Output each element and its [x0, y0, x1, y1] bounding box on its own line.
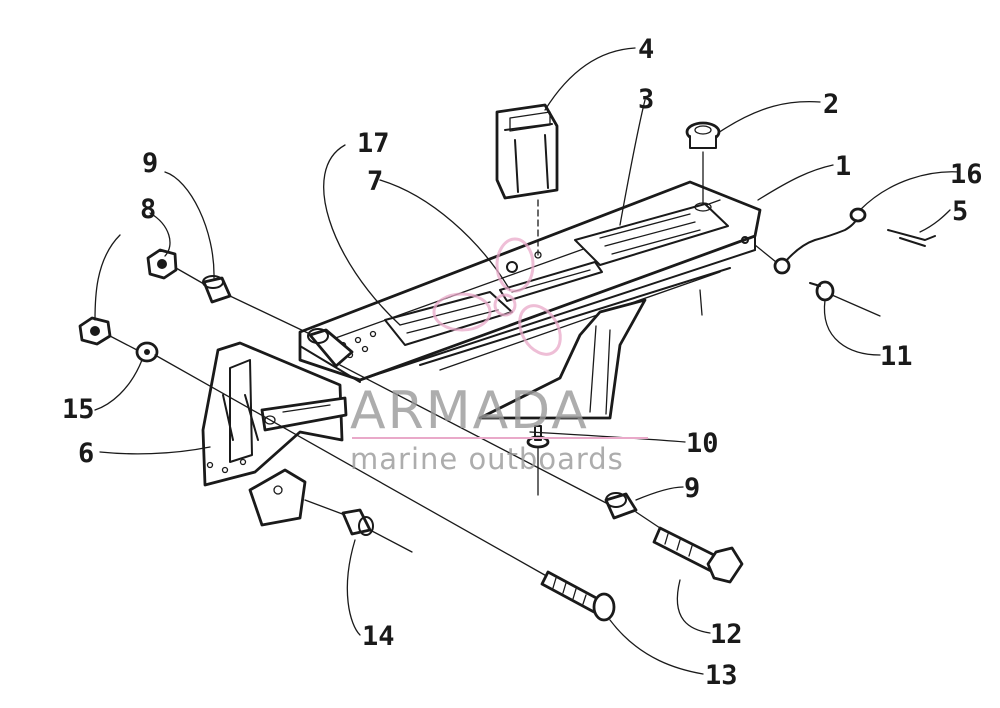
watermark-title: ARMADA: [350, 381, 589, 441]
washer: [135, 341, 159, 363]
callout-13: 13: [705, 660, 738, 691]
watermark-subtitle: marine outboards: [350, 442, 624, 476]
clip-part: [495, 103, 559, 200]
long-bolt: [540, 570, 616, 622]
callout-2: 2: [823, 89, 839, 120]
callout-8: 8: [140, 194, 156, 225]
lock-plate: [248, 468, 307, 527]
callout-7: 7: [367, 166, 383, 197]
clamp-bracket: [201, 341, 348, 487]
callout-1: 1: [835, 151, 851, 182]
callout-3: 3: [638, 84, 654, 115]
decal-plate: [574, 203, 729, 266]
callout-11: 11: [880, 341, 913, 372]
plug-part: [685, 121, 721, 212]
rivet-lower: [341, 508, 413, 553]
rivet-right: [809, 280, 881, 317]
propeller-logo-icon: [432, 237, 562, 356]
spacer-tube: [307, 328, 354, 368]
callout-12: 12: [710, 619, 743, 650]
watermark: ARMADA marine outboards: [350, 237, 648, 476]
callout-17: 17: [357, 128, 390, 159]
callout-6: 6: [78, 438, 94, 469]
callout-16: 16: [950, 159, 983, 190]
nut-lower: [78, 316, 112, 346]
clip-pin: [887, 229, 936, 247]
callout-14: 14: [362, 621, 395, 652]
callout-9-upper: 9: [142, 148, 158, 179]
hex-bolt: [652, 526, 744, 584]
nut-upper: [146, 248, 178, 280]
bushing-upper: [202, 275, 232, 304]
bushing-lower: [604, 492, 638, 520]
callout-10: 10: [686, 428, 719, 459]
callout-15: 15: [62, 394, 95, 425]
callout-9-lower: 9: [684, 473, 700, 504]
callout-5: 5: [952, 196, 968, 227]
lanyard-cord: [773, 207, 867, 275]
callout-4: 4: [638, 34, 654, 65]
callout-leaders: [94, 47, 961, 675]
